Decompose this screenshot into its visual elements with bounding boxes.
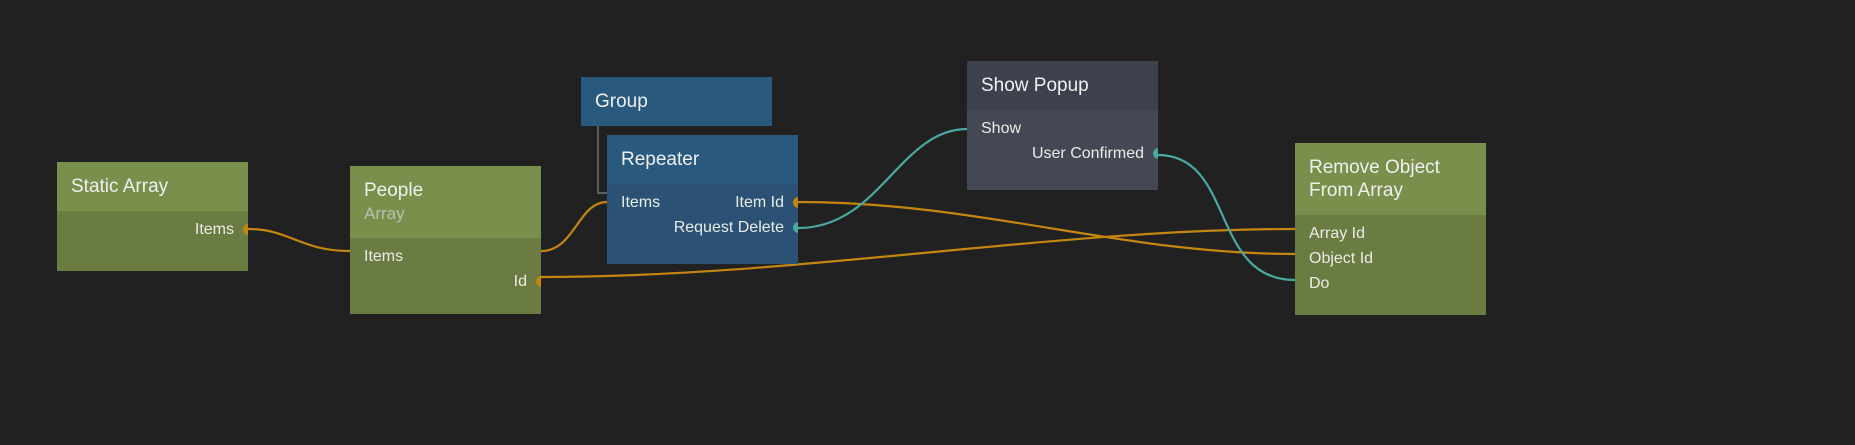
node-title-text: Group [595, 91, 648, 112]
port-label: Object Id [1309, 250, 1374, 267]
node-body-static-array: Items [57, 211, 248, 271]
node-title-show-popup: Show Popup [967, 61, 1158, 110]
port-label: Items [621, 194, 661, 211]
node-subtitle-text: Array [364, 204, 405, 223]
port-dot-teal[interactable] [792, 222, 798, 233]
node-title-repeater: Repeater [607, 135, 798, 184]
port-dot-teal[interactable] [1152, 148, 1158, 159]
input-port-array-id[interactable]: Array Id [1295, 221, 1486, 246]
node-title-static-array: Static Array [57, 162, 248, 211]
node-title-text: Static Array [71, 176, 169, 197]
node-body-show-popup: Show User Confirmed [967, 110, 1158, 190]
input-port-show[interactable]: Show [967, 116, 1158, 141]
port-dot-orange[interactable] [792, 197, 798, 208]
node-show-popup[interactable]: Show Popup Show User Confirmed [967, 61, 1158, 190]
node-title-text: People [364, 180, 424, 201]
node-title-people: People Array [350, 166, 541, 238]
port-dot-orange[interactable] [535, 276, 541, 287]
node-title-text: Repeater [621, 149, 700, 170]
node-static-array[interactable]: Static Array Items [57, 162, 248, 271]
port-label: Do [1309, 275, 1330, 292]
node-repeater[interactable]: Repeater Items Item Id Request Delete [607, 135, 798, 264]
node-title-group: Group [581, 77, 772, 126]
wire-static-array-to-people [247, 227, 351, 253]
node-title-remove-object-from-array: Remove Object From Array [1295, 143, 1486, 215]
input-port-do[interactable]: Do [1295, 271, 1486, 296]
output-port-user-confirmed[interactable]: User Confirmed [967, 141, 1158, 166]
input-port-items[interactable]: Items [350, 244, 541, 269]
port-label: Id [513, 273, 527, 290]
node-group[interactable]: Group [581, 77, 772, 126]
port-label: Array Id [1309, 225, 1366, 242]
input-port-object-id[interactable]: Object Id [1295, 246, 1486, 271]
port-label: Request Delete [673, 219, 784, 236]
output-port-request-delete[interactable]: Request Delete [607, 215, 798, 240]
wire-user-confirmed-to-do [1157, 153, 1296, 282]
node-body-remove-object-from-array: Array Id Object Id Do [1295, 215, 1486, 315]
port-label: Items [364, 248, 404, 265]
node-title-text: Show Popup [981, 75, 1089, 96]
output-port-id[interactable]: Id [350, 269, 541, 294]
port-label: Show [981, 120, 1022, 137]
node-body-repeater: Items Item Id Request Delete [607, 184, 798, 264]
node-people[interactable]: People Array Items Id [350, 166, 541, 314]
output-port-item-id-label: Item Id [735, 190, 784, 215]
wire-request-delete-to-show [797, 127, 968, 230]
node-remove-object-from-array[interactable]: Remove Object From Array Array Id Object… [1295, 143, 1486, 315]
port-dot-orange[interactable] [242, 224, 248, 235]
output-port-items[interactable]: Items [57, 217, 248, 242]
node-title-text: Remove Object From Array [1309, 157, 1440, 201]
port-label: Items [194, 221, 234, 238]
input-port-items[interactable]: Items Item Id [607, 190, 798, 215]
wire-repeater-itemid-to-object-id [797, 200, 1296, 256]
port-label: Item Id [735, 194, 784, 211]
node-body-people: Items Id [350, 238, 541, 314]
port-label: User Confirmed [1031, 145, 1144, 162]
wire-people-to-repeater [540, 200, 608, 253]
